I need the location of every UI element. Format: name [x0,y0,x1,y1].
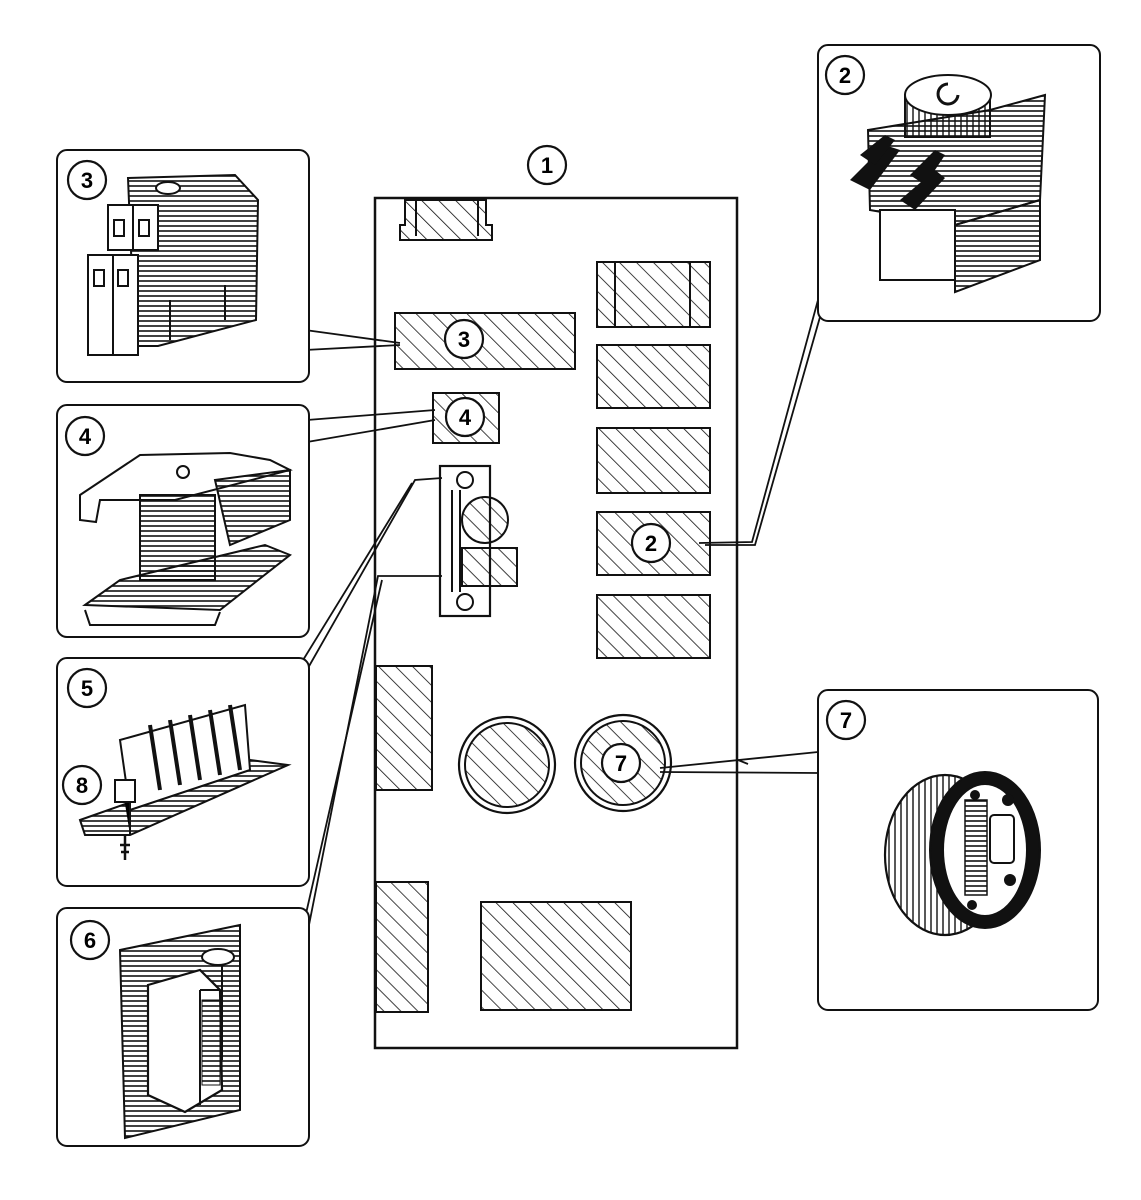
svg-text:7: 7 [615,751,627,776]
terminal-assembly [438,464,518,618]
plug-in-module-icon [118,923,241,1140]
left-module-upper [375,665,433,791]
callout-label-5: 5 [66,667,108,709]
callout-label-3-panel: 3 [443,318,485,360]
circuit-breaker-icon [87,173,260,356]
svg-text:3: 3 [458,327,470,352]
round-socket-icon [883,771,1041,937]
callout-label-2-panel: 2 [630,522,672,564]
callout-label-3-box: 3 [66,159,108,201]
right-module-1 [596,261,711,328]
svg-text:5: 5 [81,676,93,701]
panel-board [373,196,739,1050]
relay-coil-icon [79,451,293,626]
left-module-lower [375,881,429,1013]
svg-text:1: 1 [541,153,553,178]
bottom-module [480,901,632,1011]
right-module-5 [596,594,711,659]
terminal-strip-icon [78,703,292,860]
svg-text:3: 3 [81,168,93,193]
callout-label-7-panel: 7 [600,742,642,784]
leader-lines [299,299,823,941]
callout-label-4-panel: 4 [444,396,486,438]
svg-text:7: 7 [840,708,852,733]
breaker-slot [394,312,576,370]
callout-box-switch [817,44,1101,322]
svg-text:6: 6 [84,928,96,953]
callout-box-module [56,907,310,1147]
callout-box-relay [56,404,310,638]
svg-text:4: 4 [79,424,92,449]
callout-box-breaker [56,149,310,383]
callout-label-8: 8 [61,764,103,806]
svg-text:2: 2 [839,63,851,88]
right-module-3 [596,427,711,494]
callout-label-4-box: 4 [64,415,106,457]
svg-text:8: 8 [76,773,88,798]
round-socket-left [457,715,557,815]
callout-label-6: 6 [69,919,111,961]
rotary-switch-icon [850,74,1047,294]
right-module-2 [596,344,711,409]
svg-text:4: 4 [459,405,472,430]
callout-label-7-box: 7 [825,699,867,741]
callout-box-terminal-strip [56,657,310,887]
callout-box-socket [817,689,1099,1011]
svg-text:2: 2 [645,531,657,556]
callout-label-2-box: 2 [824,54,866,96]
callout-label-1: 1 [526,144,568,186]
